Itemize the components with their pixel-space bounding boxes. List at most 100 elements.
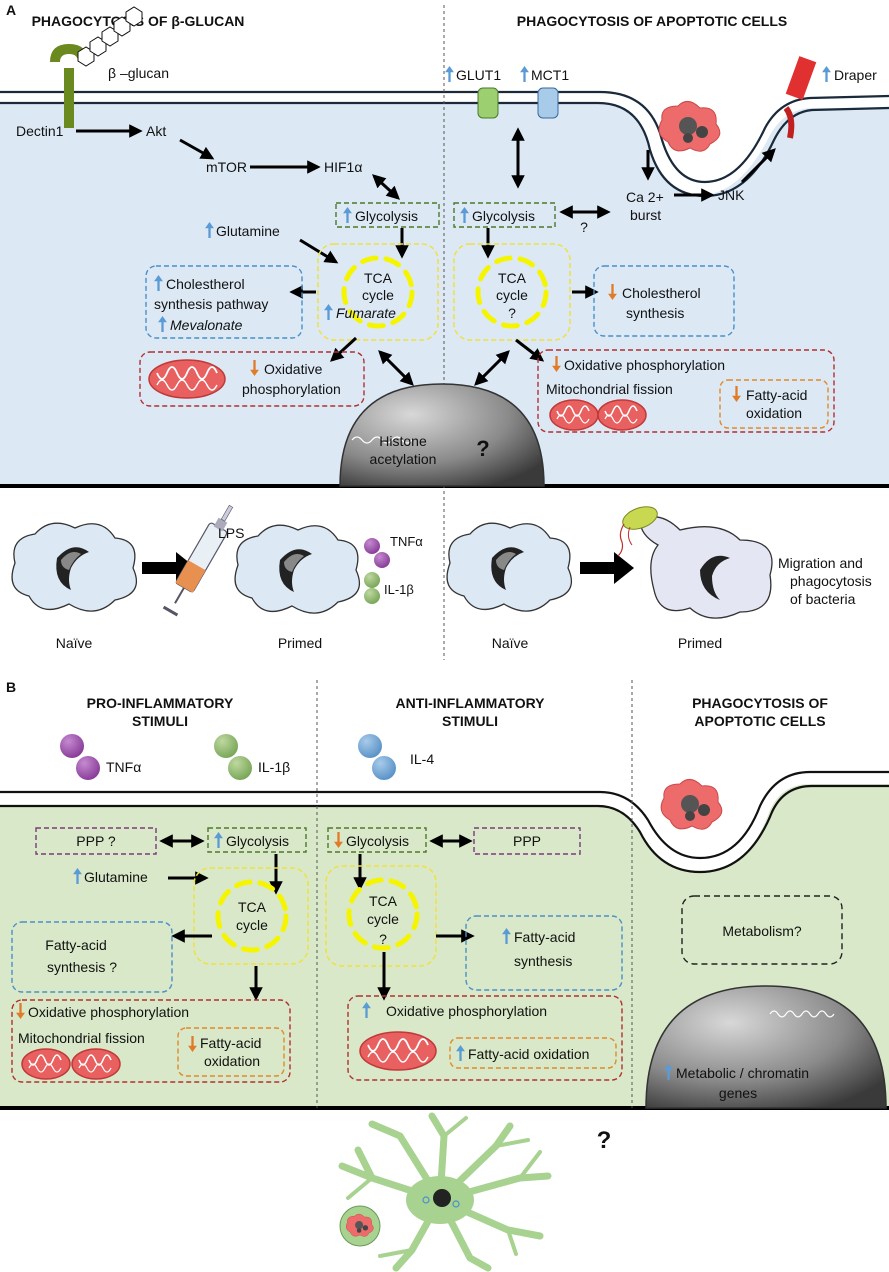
beta-glucan-chain-icon bbox=[77, 6, 143, 67]
fas-box-col2 bbox=[465, 915, 623, 991]
header-apoptotic-a: PHAGOCYTOSIS OF APOPTOTIC CELLS bbox=[517, 13, 787, 29]
ppp-label: PPP bbox=[513, 833, 541, 849]
panel-b-letter: B bbox=[6, 679, 16, 695]
membrane-outer-b bbox=[0, 770, 889, 860]
naive-macrophage-right-icon bbox=[446, 522, 573, 612]
header-phagocytosis-b: PHAGOCYTOSIS OF bbox=[692, 695, 828, 711]
tnfa-label-a: TNFα bbox=[390, 534, 423, 549]
synthesis-label: synthesis bbox=[626, 305, 684, 321]
mitochondrion-icon bbox=[549, 399, 599, 431]
link-question: ? bbox=[580, 219, 588, 235]
lps-syringe-icon bbox=[162, 504, 234, 617]
oxphos-box-right-a bbox=[537, 349, 835, 433]
cycle-label: cycle bbox=[367, 911, 399, 927]
arrow bbox=[515, 338, 545, 362]
header-pro-stimuli: STIMULI bbox=[132, 713, 188, 729]
chromatin-icon bbox=[769, 1010, 835, 1018]
oxphos-box-left-a bbox=[139, 351, 365, 407]
mtor-label: mTOR bbox=[206, 159, 247, 175]
primed-label-left: Primed bbox=[278, 635, 322, 651]
fatty-acid-label: Fatty-acid bbox=[45, 937, 106, 953]
header-pro-inflammatory: PRO-INFLAMMATORY bbox=[87, 695, 234, 711]
il1b-dot-icon bbox=[364, 572, 380, 588]
tca-question: ? bbox=[508, 305, 516, 321]
fatty-acid-label: Fatty-acid bbox=[514, 929, 575, 945]
panel-a-letter: A bbox=[6, 2, 16, 18]
tca-box-right-a bbox=[453, 243, 571, 341]
oxidative-phosphorylation-label: Oxidative phosphorylation bbox=[564, 357, 725, 373]
synthesis-pathway-label: synthesis pathway bbox=[154, 296, 268, 312]
phagocytosis-label: phagocytosis bbox=[790, 573, 872, 589]
arrow bbox=[372, 174, 400, 200]
synthesis-question-label: synthesis ? bbox=[47, 959, 117, 975]
glutamine-label: Glutamine bbox=[216, 223, 280, 239]
panel-b: B PRO-INFLAMMATORY STIMULI ANTI-INFLAMMA… bbox=[0, 679, 889, 1272]
tnfa-dot-icon bbox=[60, 734, 84, 758]
glycolysis-box-right-a bbox=[453, 202, 556, 228]
il1b-dot-icon bbox=[214, 734, 238, 758]
draper-receptor-icon bbox=[783, 56, 817, 139]
tca-question: ? bbox=[379, 931, 387, 947]
primed-migrating-macrophage-icon bbox=[639, 516, 773, 619]
tca-label: TCA bbox=[498, 270, 527, 286]
mevalonate-label: Mevalonate bbox=[170, 317, 243, 333]
mitochondrion-icon bbox=[71, 1048, 121, 1080]
glut1-transporter-icon bbox=[477, 87, 499, 119]
arrow bbox=[330, 336, 358, 362]
glycolysis-label: Glycolysis bbox=[226, 833, 289, 849]
metabolic-chromatin-label: Metabolic / chromatin bbox=[676, 1065, 809, 1081]
tnfa-dot-icon bbox=[374, 552, 390, 568]
tca-box-col2 bbox=[325, 865, 437, 967]
naive-macrophage-left-icon bbox=[11, 522, 138, 612]
nucleus-b bbox=[645, 985, 887, 1109]
primed-label-right: Primed bbox=[678, 635, 722, 651]
oxphos-box-col2 bbox=[347, 995, 623, 1081]
draper-label: Draper bbox=[834, 67, 877, 83]
synthesis-label: synthesis bbox=[514, 953, 572, 969]
arrow bbox=[179, 138, 215, 160]
tca-label: TCA bbox=[238, 899, 267, 915]
genes-label: genes bbox=[719, 1085, 757, 1101]
up-arrow-icon bbox=[822, 66, 831, 82]
il1b-dot-icon bbox=[228, 756, 252, 780]
membrane-inner-b bbox=[0, 784, 889, 874]
tnfa-dot-icon bbox=[364, 538, 380, 554]
of-bacteria-label: of bacteria bbox=[790, 591, 856, 607]
primed-macrophage-left-icon bbox=[234, 524, 361, 614]
fatty-acid-oxidation-label: Fatty-acid oxidation bbox=[468, 1046, 589, 1062]
dectin1-label: Dectin1 bbox=[16, 123, 64, 139]
jnk-label: JNK bbox=[718, 187, 745, 203]
oxphos-box-col1 bbox=[11, 999, 291, 1083]
big-arrow-icon bbox=[580, 552, 634, 584]
oxidative-label: Oxidative bbox=[264, 361, 323, 377]
cholestherol-label: Cholestherol bbox=[166, 276, 245, 292]
oxidative-phosphorylation-label: Oxidative phosphorylation bbox=[28, 1004, 189, 1020]
tca-box-left-a bbox=[317, 243, 439, 341]
migration-label: Migration and bbox=[778, 555, 863, 571]
metabolism-box bbox=[681, 895, 843, 965]
arrow bbox=[299, 238, 339, 264]
tnfa-label-b: TNFα bbox=[106, 759, 141, 775]
arrow bbox=[474, 350, 510, 386]
mitochondrion-icon bbox=[597, 399, 647, 431]
header-anti-inflammatory: ANTI-INFLAMMATORY bbox=[395, 695, 545, 711]
apoptotic-cell-icon bbox=[660, 778, 723, 830]
nucleus-question: ? bbox=[476, 436, 489, 461]
microglia-question: ? bbox=[597, 1127, 612, 1154]
up-arrow-icon bbox=[445, 66, 454, 82]
beta-glucan-label: β –glucan bbox=[108, 65, 169, 81]
cholestherol-label: Cholestherol bbox=[622, 285, 701, 301]
tca-box-col1 bbox=[193, 867, 309, 965]
cycle-label: cycle bbox=[236, 917, 268, 933]
mitochondrial-fission-label: Mitochondrial fission bbox=[18, 1030, 145, 1046]
glut1-label: GLUT1 bbox=[456, 67, 501, 83]
fumarate-label: Fumarate bbox=[336, 305, 396, 321]
ppp-box-col2 bbox=[473, 827, 581, 855]
naive-label-left: Naïve bbox=[56, 635, 93, 651]
akt-label: Akt bbox=[146, 123, 166, 139]
nucleus-a bbox=[339, 383, 545, 487]
tca-label: TCA bbox=[369, 893, 398, 909]
oxidation-label: oxidation bbox=[746, 405, 802, 421]
arrow bbox=[378, 350, 414, 386]
glycolysis-label: Glycolysis bbox=[355, 208, 418, 224]
